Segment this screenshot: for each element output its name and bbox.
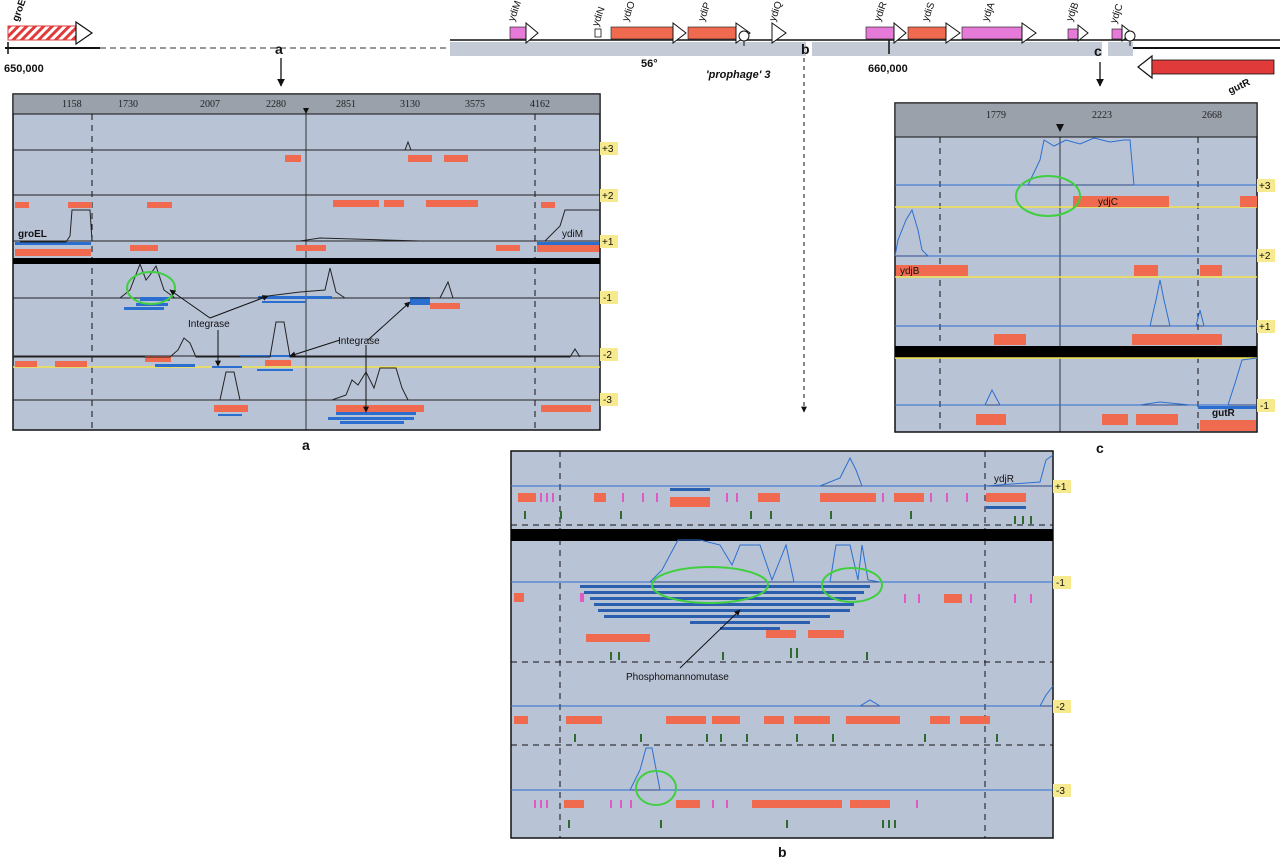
gene-label-ydja: ydjA (980, 1, 997, 23)
gene-label-ydjb: ydjB (1064, 1, 1081, 23)
gene-label-ydiq: ydiQ (767, 0, 784, 23)
panel-a-tick: 3130 (400, 99, 420, 110)
marker-b: b (801, 41, 810, 57)
panel-a: 1158 1730 2007 2280 2851 3130 3575 4162 (12, 93, 618, 453)
frame-label: -3 (603, 395, 612, 406)
panel-b: Phosphomannomutase ydjR +1 -1 -2 -3 b (510, 450, 1071, 860)
panel-c-tick: 2668 (1202, 110, 1222, 121)
panel-c-tick: 2223 (1092, 110, 1112, 121)
panel-a-tick: 2280 (266, 99, 286, 110)
gene-label-ydis: ydiS (920, 1, 937, 23)
frame-label: +3 (602, 144, 614, 155)
frame-label: -3 (1056, 786, 1065, 797)
frame-label: +2 (602, 191, 614, 202)
gene-label-ydjc: ydjC (1098, 197, 1118, 208)
annotation-phosphomannomutase: Phosphomannomutase (626, 672, 729, 683)
gene-label-ydjr: ydjR (994, 474, 1014, 485)
frame-label: -1 (1260, 401, 1269, 412)
degree-label: 56° (641, 58, 658, 70)
panel-a-tick: 4162 (530, 99, 550, 110)
frame-label: +3 (1259, 181, 1271, 192)
coord-650000: 650,000 (4, 63, 44, 75)
prophage-label: 'prophage' 3 (706, 69, 771, 81)
gene-arrow-gutr (1137, 54, 1275, 80)
panel-a-tick: 1730 (118, 99, 138, 110)
gene-label-ydim: ydiM (562, 229, 583, 240)
gene-label-ydir: ydiR (872, 0, 889, 23)
gene-label-ydjc: ydjC (1108, 2, 1125, 25)
frame-label: +1 (1259, 322, 1271, 333)
gene-arrow-groel (7, 20, 94, 46)
frame-label: +2 (1259, 251, 1271, 262)
annotation-integrase: Integrase (338, 336, 380, 347)
coord-660000: 660,000 (868, 63, 908, 75)
gene-label-ydio: ydiO (620, 0, 637, 23)
gene-label-groel: groEL (18, 229, 47, 240)
panel-a-tick: 2851 (336, 99, 356, 110)
gene-label-ydip: ydiP (696, 1, 713, 23)
gene-label-gutr: gutR (1227, 77, 1253, 97)
panel-a-tick: 1158 (62, 99, 82, 110)
frame-label: -1 (603, 293, 612, 304)
panel-letter-b: b (778, 844, 787, 860)
frame-label: -1 (1056, 578, 1065, 589)
frame-label: -2 (1056, 702, 1065, 713)
gene-label-ydjb: ydjB (900, 266, 920, 277)
panel-letter-a: a (302, 437, 310, 453)
panel-letter-c: c (1096, 440, 1104, 456)
frame-label: +1 (602, 237, 614, 248)
panel-c: 1779 2223 2668 ydjC ydjB gutR (894, 102, 1275, 456)
gene-label-groel: groEL (10, 0, 30, 23)
gene-label-ydim: ydiM (506, 0, 524, 23)
gene-label-ydin: ydiN (590, 5, 607, 28)
gene-label-gutr: gutR (1212, 408, 1236, 419)
panel-a-tick: 3575 (465, 99, 485, 110)
marker-a: a (275, 41, 283, 57)
frame-label: -2 (603, 350, 612, 361)
marker-c: c (1094, 43, 1102, 59)
panel-c-tick: 1779 (986, 110, 1006, 121)
annotation-integrase: Integrase (188, 319, 230, 330)
panel-a-tick: 2007 (200, 99, 220, 110)
frame-label: +1 (1055, 482, 1067, 493)
